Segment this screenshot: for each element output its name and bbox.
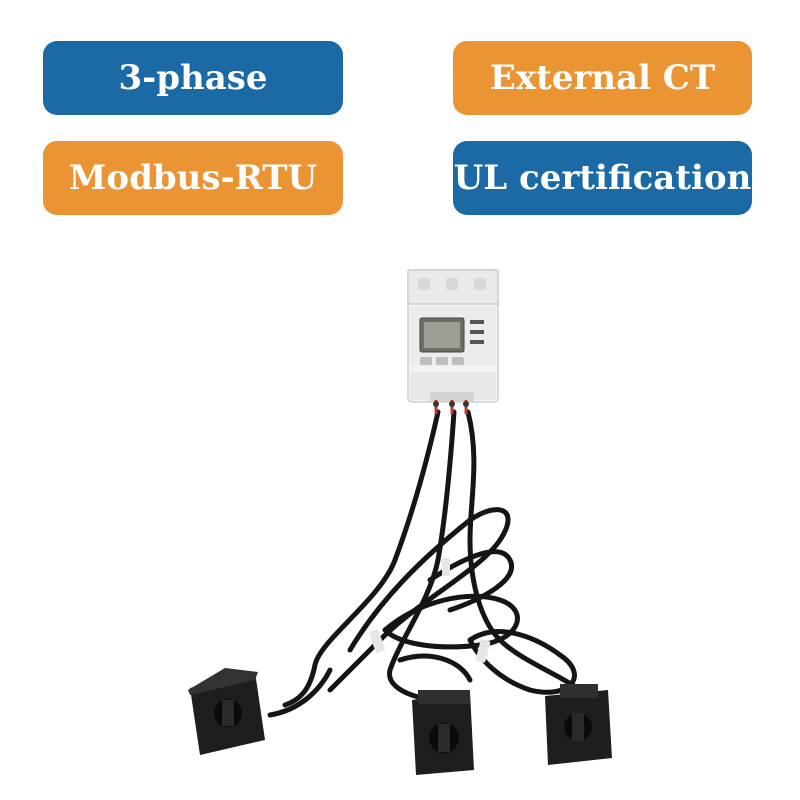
ct-clamp-middle (412, 690, 474, 775)
badge-3-phase: 3-phase (43, 41, 343, 115)
cable-tie (442, 558, 450, 576)
ct-clamp-right (545, 684, 612, 765)
meter-button (420, 357, 432, 365)
energy-meter (407, 269, 499, 414)
cables (267, 409, 583, 718)
badge-modbus-rtu: Modbus-RTU (43, 141, 343, 215)
meter-button (452, 357, 464, 365)
cable-tie (475, 639, 491, 663)
meter-button (436, 357, 448, 365)
badge-external-ct: External CT (453, 41, 752, 115)
badge-ul-certification: UL certification (453, 141, 752, 215)
ct-clamp-left (188, 668, 265, 755)
cable-tie (369, 629, 385, 653)
